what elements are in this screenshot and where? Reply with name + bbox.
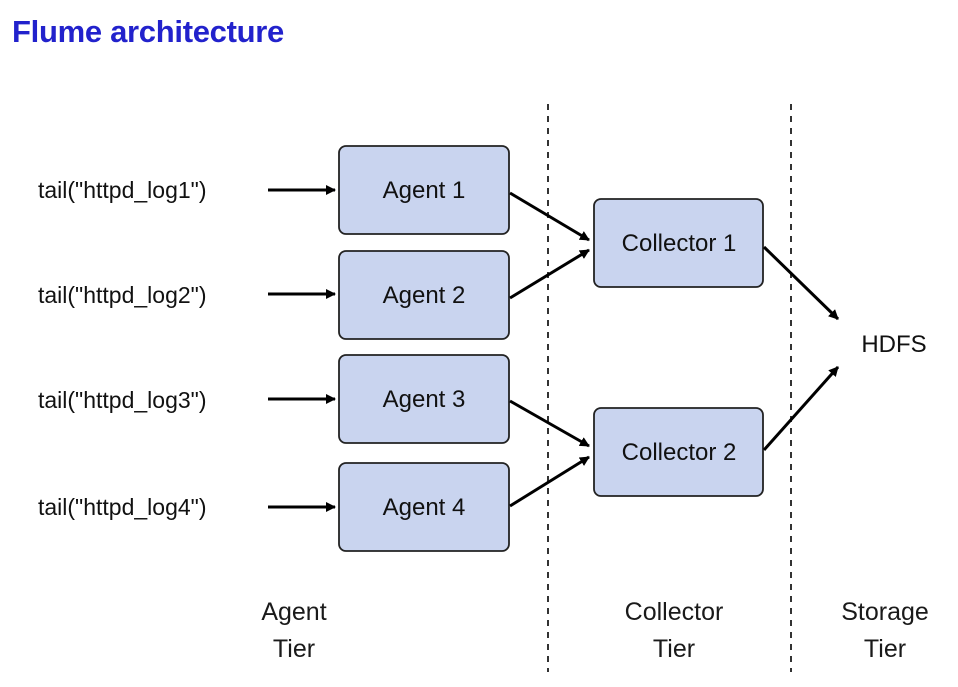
collector-box-1: Collector 1 [593,198,764,288]
agent-box-1: Agent 1 [338,145,510,235]
collector-1-to-hdfs-arrow [762,245,840,321]
agent-label-1: Agent 1 [383,177,466,204]
storage-label: HDFS [861,331,926,358]
collector-box-2: Collector 2 [593,407,764,497]
tier-label-storage: Storage Tier [820,594,950,668]
agent-box-4: Agent 4 [338,462,510,552]
agent-3-to-collector-2-arrow [509,399,590,448]
tier-label-collector: Collector Tier [604,594,744,668]
agent-4-to-collector-2-arrow [509,455,590,508]
collector-label-1: Collector 1 [622,230,737,257]
source-label-1: tail("httpd_log1") [38,177,206,203]
tier-label-storage-line1: Storage [841,598,929,626]
collector-2-to-hdfs-arrow [762,366,840,451]
agent-2-to-collector-1-arrow [509,248,590,300]
agent-label-2: Agent 2 [383,282,466,309]
tier-label-agent-line1: Agent [261,598,327,626]
tier-label-collector-line2: Tier [652,635,696,663]
tier-label-agent: Agent Tier [229,594,359,668]
agent-label-3: Agent 3 [383,386,466,413]
agent-label-4: Agent 4 [383,494,466,521]
agent-box-2: Agent 2 [338,250,510,340]
source-label-3: tail("httpd_log3") [38,387,206,413]
collector-label-2: Collector 2 [622,439,737,466]
source-label-4: tail("httpd_log4") [38,494,206,520]
tier-label-collector-line1: Collector [624,598,724,626]
agent-box-3: Agent 3 [338,354,510,444]
tier-label-agent-line2: Tier [272,635,316,663]
agent-1-to-collector-1-arrow [509,191,590,242]
tier-label-storage-line2: Tier [863,635,907,663]
source-label-2: tail("httpd_log2") [38,282,206,308]
page-title: Flume architecture [12,14,284,49]
